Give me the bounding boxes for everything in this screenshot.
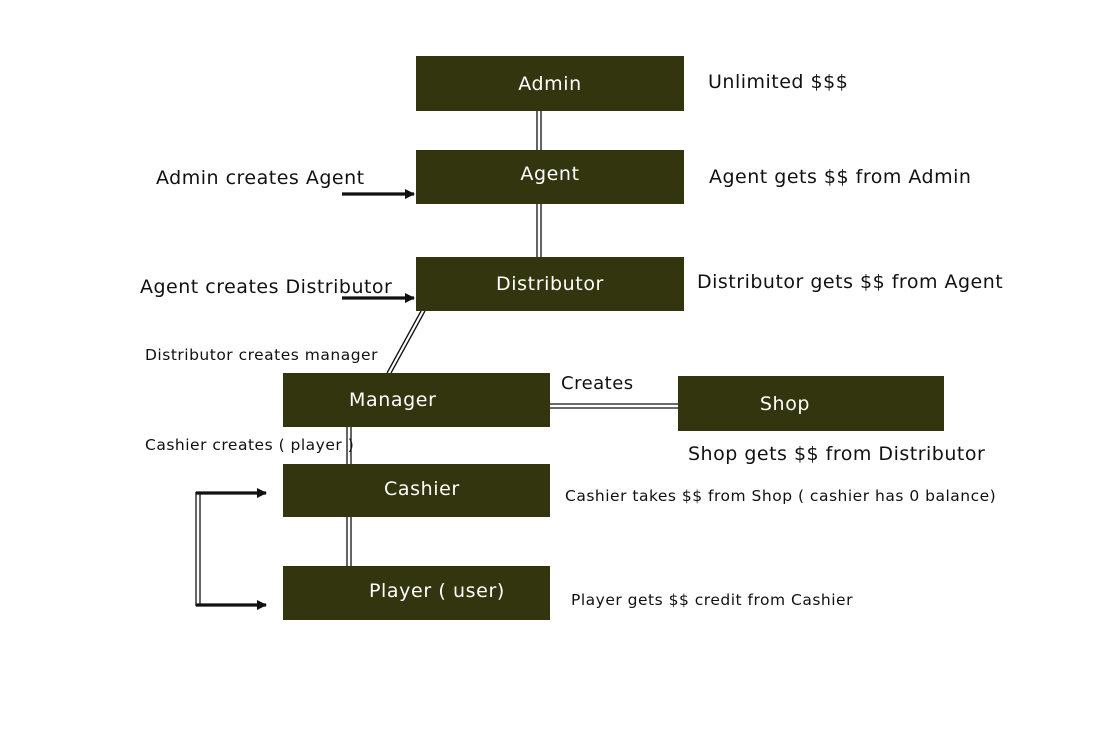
label-distributor-creates-manager: Distributor creates manager [145, 346, 378, 364]
admin-note: Unlimited $$$ [708, 71, 849, 93]
connector-manager-shop [550, 403, 678, 409]
node-cashier-label: Cashier [384, 477, 460, 500]
connector-manager-cashier [346, 427, 352, 464]
connector-cashier-player [346, 517, 352, 566]
cashier-player-loop-arrows [195, 488, 267, 610]
node-shop: Shop [678, 376, 944, 431]
distributor-note: Distributor gets $$ from Agent [697, 271, 1004, 293]
node-distributor-label: Distributor [496, 273, 604, 295]
node-manager: Manager [283, 373, 550, 427]
node-player-label: Player ( user) [369, 580, 505, 602]
node-agent-label: Agent [520, 163, 580, 185]
node-player: Player ( user) [283, 566, 550, 620]
cashier-note: Cashier takes $$ from Shop ( cashier has… [565, 487, 997, 505]
node-admin: Admin [416, 56, 684, 111]
label-cashier-creates-player: Cashier creates ( player ) [145, 436, 355, 454]
label-agent-creates-distributor: Agent creates Distributor [140, 276, 393, 298]
node-admin-label: Admin [518, 72, 582, 95]
connector-agent-distributor [536, 204, 542, 257]
node-cashier: Cashier [283, 464, 550, 517]
label-manager-creates-shop: Creates [561, 373, 634, 394]
node-agent: Agent [416, 150, 684, 204]
node-manager-label: Manager [349, 389, 437, 411]
player-note: Player gets $$ credit from Cashier [571, 591, 853, 609]
node-distributor: Distributor [416, 257, 684, 311]
shop-note: Shop gets $$ from Distributor [688, 443, 986, 465]
label-admin-creates-agent: Admin creates Agent [156, 167, 365, 189]
connector-admin-agent [536, 111, 542, 150]
agent-note: Agent gets $$ from Admin [709, 166, 972, 188]
node-shop-label: Shop [759, 392, 811, 415]
connector-distributor-manager [386, 310, 426, 374]
